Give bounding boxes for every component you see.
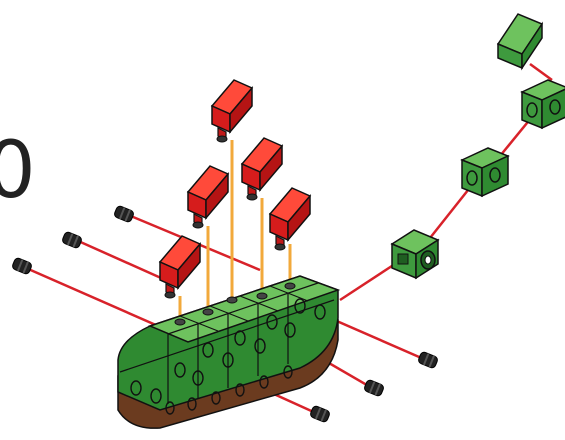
wedge-blocks [159, 79, 311, 299]
green-wedge-icon [496, 13, 544, 71]
axle-line [75, 238, 171, 284]
end-cap-icon [10, 256, 34, 276]
end-cap-icon [60, 230, 84, 250]
wedge-block-icon [241, 137, 283, 201]
end-cap-icon [112, 204, 136, 224]
wedge-block-icon [211, 79, 253, 143]
cube-block-icon [521, 79, 565, 129]
peg-hole [284, 282, 296, 290]
main-body [117, 275, 341, 429]
end-cap-icon [308, 404, 332, 424]
end-cap-icon [416, 350, 440, 370]
peg-hole [226, 296, 238, 304]
wedge-block-icon [159, 235, 201, 299]
peg-hole [202, 308, 214, 316]
chain-lines [339, 62, 553, 302]
connector-block-icon [390, 229, 440, 280]
wedge-block-icon [187, 165, 229, 229]
chain-line [339, 260, 399, 302]
step-number: 0 [0, 126, 36, 216]
end-cap-icon [362, 378, 386, 398]
wedge-block-icon [269, 187, 311, 251]
cube-block-icon [461, 147, 509, 197]
peg-hole [174, 318, 186, 326]
chain-line [529, 62, 553, 82]
peg-hole [256, 292, 268, 300]
